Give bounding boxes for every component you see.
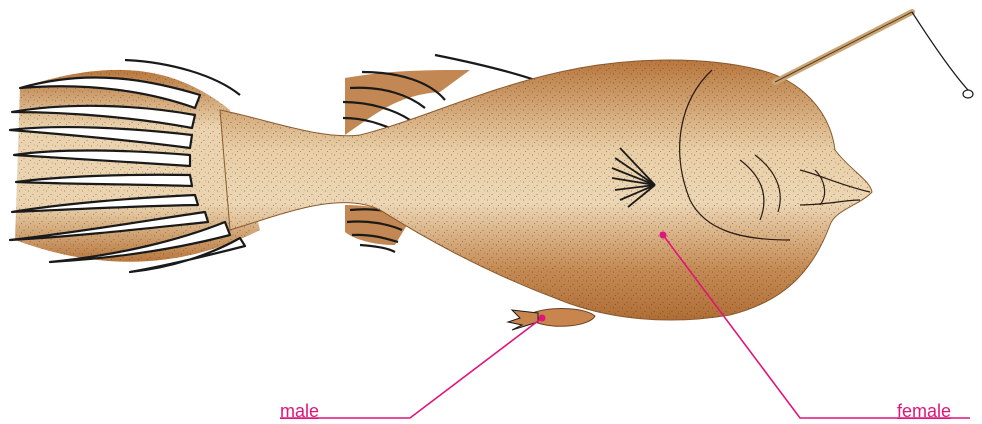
esca-lure-icon [963,90,973,98]
female-label: female [897,401,951,421]
female-pointer-dot [660,232,667,239]
tail-fin [10,60,260,272]
male-pointer-dot [539,315,546,322]
lure-filament [912,12,968,90]
male-leader-line [280,318,542,418]
male-anglerfish [508,309,595,330]
female-anglerfish [220,12,973,320]
male-tail [508,310,538,330]
male-label: male [280,401,319,421]
